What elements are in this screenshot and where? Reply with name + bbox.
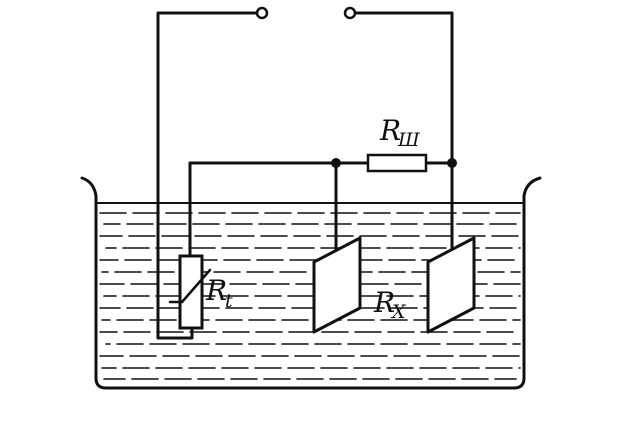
electrode-plate-right: [426, 236, 476, 334]
shunt-resistor: [366, 153, 428, 173]
label-shunt-sub: Ш: [397, 129, 420, 151]
label-thermistor: R t: [205, 274, 233, 312]
terminal-right-icon[interactable]: [343, 6, 357, 20]
right-lead-wire: [354, 11, 454, 165]
label-thermistor-sub: t: [225, 290, 233, 312]
label-unknown-sub: X: [390, 301, 407, 323]
terminal-left-icon[interactable]: [255, 6, 269, 20]
left-lead-wire: [156, 11, 260, 340]
label-shunt: R Ш: [379, 114, 420, 151]
label-thermistor-main: R: [205, 274, 227, 307]
vessel: [80, 176, 542, 390]
label-shunt-main: R: [379, 114, 401, 147]
electrode-plate-x: [312, 236, 362, 334]
thermistor-icon: [168, 254, 212, 330]
label-unknown-main: R: [373, 286, 395, 319]
junction-dot-icon: [447, 158, 457, 168]
label-unknown: R X: [373, 286, 407, 323]
junction-dot-icon: [331, 158, 341, 168]
bus-wire: [188, 161, 370, 262]
